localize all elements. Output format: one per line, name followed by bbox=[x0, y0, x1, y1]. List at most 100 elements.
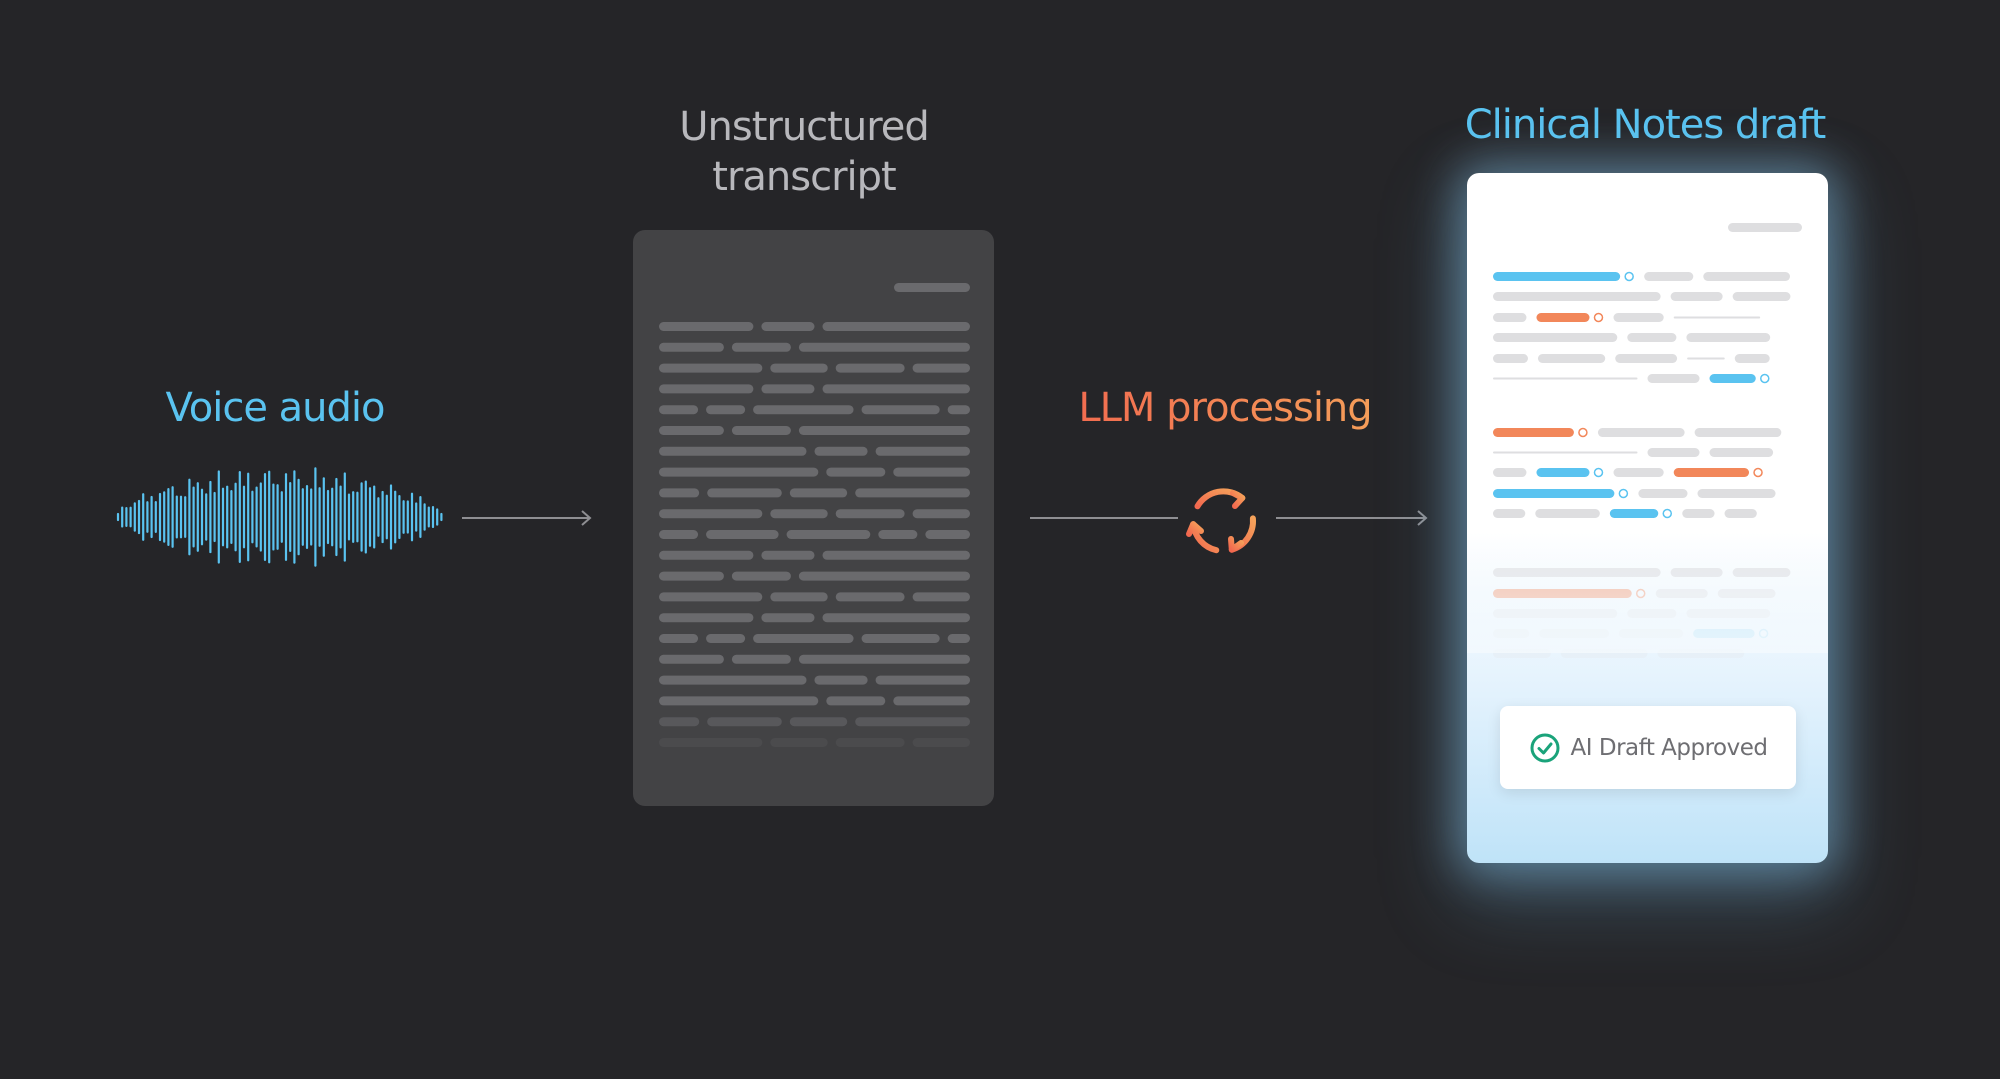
placeholder-line bbox=[1536, 468, 1590, 477]
placeholder-line bbox=[1493, 333, 1618, 342]
placeholder-line bbox=[706, 634, 746, 643]
placeholder-line bbox=[875, 675, 970, 685]
placeholder-line bbox=[798, 654, 970, 664]
placeholder-line bbox=[1644, 272, 1694, 281]
placeholder-line bbox=[659, 571, 724, 581]
placeholder-line bbox=[1655, 589, 1708, 598]
tag-icon bbox=[1593, 467, 1604, 478]
placeholder-line bbox=[1694, 428, 1782, 437]
tag-icon bbox=[1578, 427, 1588, 438]
placeholder-line bbox=[731, 426, 791, 435]
placeholder-line bbox=[1493, 451, 1638, 454]
placeholder-line bbox=[786, 530, 871, 539]
tag-icon bbox=[1593, 312, 1604, 323]
placeholder-line bbox=[912, 363, 970, 373]
placeholder-line bbox=[659, 405, 699, 415]
placeholder-line bbox=[770, 592, 828, 602]
placeholder-line bbox=[1670, 568, 1723, 577]
placeholder-line bbox=[1493, 313, 1527, 322]
placeholder-line bbox=[761, 384, 815, 394]
placeholder-line bbox=[947, 634, 970, 643]
placeholder-line bbox=[659, 488, 700, 498]
placeholder-line bbox=[659, 384, 754, 394]
placeholder-line bbox=[1697, 489, 1776, 498]
placeholder-line bbox=[1493, 292, 1661, 301]
placeholder-line bbox=[659, 717, 700, 727]
placeholder-line bbox=[814, 446, 868, 456]
placeholder-line bbox=[1560, 649, 1648, 658]
placeholder-line bbox=[875, 446, 970, 456]
placeholder-line bbox=[761, 322, 815, 331]
placeholder-line bbox=[770, 363, 828, 373]
placeholder-line bbox=[1627, 333, 1677, 342]
placeholder-line bbox=[798, 571, 970, 581]
placeholder-line bbox=[878, 530, 918, 539]
placeholder-line bbox=[1673, 316, 1761, 319]
placeholder-line bbox=[659, 530, 699, 539]
placeholder-line bbox=[1687, 357, 1725, 360]
check-circle-icon bbox=[1530, 733, 1560, 762]
placeholder-line bbox=[659, 675, 807, 685]
placeholder-line bbox=[1493, 468, 1527, 477]
placeholder-line bbox=[822, 322, 970, 331]
placeholder-line bbox=[659, 363, 763, 373]
placeholder-line bbox=[798, 426, 970, 435]
placeholder-line bbox=[1638, 489, 1688, 498]
placeholder-line bbox=[706, 530, 779, 539]
placeholder-line bbox=[947, 405, 970, 415]
placeholder-line bbox=[1539, 629, 1610, 638]
transcript-label: Unstructured transcript bbox=[679, 104, 930, 200]
placeholder-line bbox=[659, 467, 819, 477]
tag-icon bbox=[1662, 508, 1673, 519]
placeholder-line bbox=[1728, 223, 1802, 232]
placeholder-line bbox=[1724, 509, 1757, 518]
placeholder-line bbox=[1493, 609, 1618, 618]
tag-icon bbox=[1624, 271, 1634, 282]
placeholder-line bbox=[1615, 354, 1678, 363]
placeholder-line bbox=[835, 363, 905, 373]
placeholder-line bbox=[659, 696, 819, 706]
placeholder-line bbox=[753, 634, 854, 643]
ai-draft-approved-badge: AI Draft Approved bbox=[1500, 706, 1796, 789]
placeholder-line bbox=[1493, 272, 1621, 281]
placeholder-line bbox=[1619, 629, 1684, 638]
waveform-icon bbox=[116, 467, 443, 567]
clinical-notes-label: Clinical Notes draft bbox=[1464, 102, 1827, 148]
placeholder-line bbox=[1709, 374, 1756, 383]
placeholder-line bbox=[925, 530, 970, 539]
placeholder-line bbox=[1493, 649, 1551, 658]
llm-processing-label: LLM processing bbox=[1050, 385, 1400, 431]
tag-icon bbox=[1758, 628, 1769, 639]
placeholder-line bbox=[1686, 609, 1771, 618]
placeholder-line bbox=[659, 342, 724, 352]
placeholder-line bbox=[1597, 428, 1685, 437]
placeholder-line bbox=[912, 738, 970, 747]
placeholder-line bbox=[761, 613, 815, 623]
transcript-text-lines bbox=[659, 283, 970, 747]
placeholder-line bbox=[1703, 272, 1790, 281]
placeholder-line bbox=[659, 592, 763, 602]
placeholder-line bbox=[1682, 509, 1715, 518]
placeholder-line bbox=[753, 405, 854, 415]
placeholder-line bbox=[826, 696, 886, 706]
placeholder-line bbox=[822, 550, 970, 560]
placeholder-line bbox=[770, 738, 828, 747]
placeholder-line bbox=[789, 717, 848, 727]
placeholder-line bbox=[1693, 629, 1755, 638]
placeholder-line bbox=[659, 446, 807, 456]
placeholder-line bbox=[1734, 354, 1770, 363]
placeholder-line bbox=[1732, 568, 1791, 577]
placeholder-line bbox=[1535, 509, 1600, 518]
placeholder-line bbox=[707, 717, 782, 727]
placeholder-line bbox=[893, 696, 970, 706]
placeholder-line bbox=[731, 342, 791, 352]
approved-label: AI Draft Approved bbox=[1570, 734, 1768, 761]
placeholder-line bbox=[659, 654, 724, 664]
placeholder-line bbox=[1613, 468, 1664, 477]
placeholder-line bbox=[761, 550, 815, 560]
placeholder-line bbox=[731, 571, 791, 581]
placeholder-line bbox=[1709, 448, 1774, 457]
placeholder-line bbox=[1627, 609, 1677, 618]
placeholder-line bbox=[1493, 629, 1530, 638]
placeholder-line bbox=[659, 634, 699, 643]
